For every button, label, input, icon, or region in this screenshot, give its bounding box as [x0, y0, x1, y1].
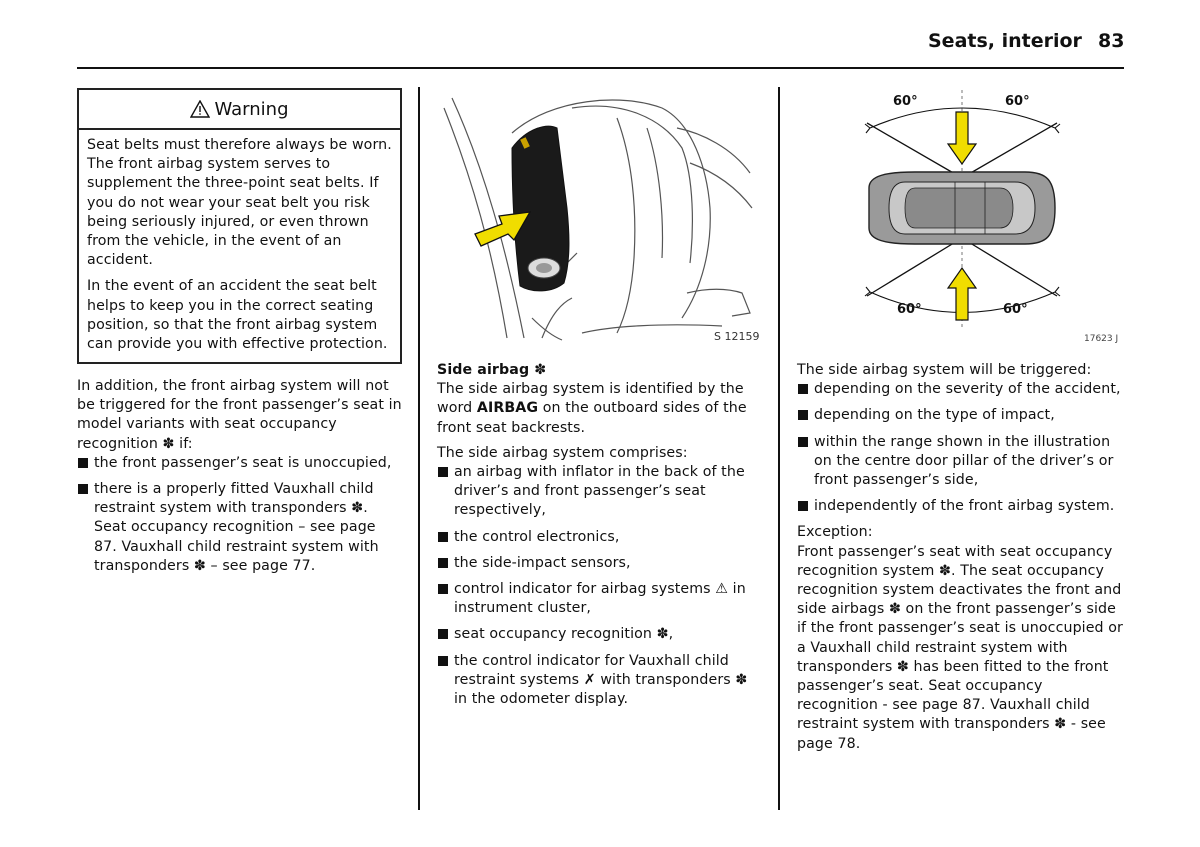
seat-airbag-illustration: S 12159: [432, 88, 765, 348]
list-item: independently of the front airbag system…: [797, 497, 1124, 516]
exception-text: Front passenger’s seat with seat occupan…: [797, 543, 1123, 752]
angle-label: 60°: [893, 94, 918, 109]
column-1-text: In addition, the front airbag system wil…: [77, 377, 402, 583]
arrow-icon: [474, 211, 532, 247]
list-item: the front passenger’s seat is unoccupied…: [77, 454, 402, 473]
angle-label: 60°: [897, 302, 922, 317]
warning-paragraph-2: In the event of an accident the seat bel…: [87, 278, 388, 353]
list-item: the control electronics,: [437, 528, 762, 547]
warning-paragraph-1: Seat belts must therefore always be worn…: [87, 137, 392, 269]
list-item: there is a properly fitted Vauxhall chil…: [77, 480, 402, 576]
col3-intro: The side airbag system will be triggered…: [797, 362, 1092, 378]
warning-box: Warning Seat belts must therefore always…: [77, 88, 402, 364]
figure-label: 17623 J: [1084, 334, 1119, 344]
page-number: 83: [1098, 30, 1125, 52]
warning-title: Warning: [214, 98, 289, 120]
col2-p1-text-2: on the outboard sides of the front seat …: [437, 400, 747, 436]
list-item: an airbag with inflator in the back of t…: [437, 463, 762, 521]
list-item: within the range shown in the illustrati…: [797, 433, 1124, 491]
car-top-view: [868, 171, 1056, 245]
warning-header: Warning: [79, 90, 400, 130]
angle-label: 60°: [1003, 302, 1028, 317]
column-3-text: The side airbag system will be triggered…: [797, 361, 1124, 754]
col2-p1-text-1: The side airbag system is identified by …: [437, 381, 744, 417]
col1-bullet-list: the front passenger’s seat is unoccupied…: [77, 454, 402, 576]
car-range-drawing: [864, 90, 1061, 328]
col2-paragraph-2: The side airbag system comprises:: [437, 444, 688, 461]
list-item: the control indicator for Vauxhall child…: [437, 652, 762, 710]
header-rule: [77, 67, 1124, 69]
angle-label: 60°: [1005, 94, 1030, 109]
airbag-range-diagram: 60° 60° 60° 60° 17623 J: [855, 88, 1125, 350]
column-divider-1: [418, 87, 420, 810]
list-item: seat occupancy recognition ✽,: [437, 625, 762, 644]
airbag-word: AIRBAG: [476, 400, 539, 417]
col3-bullet-list: depending on the severity of the acciden…: [797, 380, 1124, 516]
list-item: depending on the severity of the acciden…: [797, 380, 1124, 399]
col1-intro: In addition, the front airbag system wil…: [77, 378, 402, 452]
list-item: the side-impact sensors,: [437, 554, 762, 573]
seat-drawing: [443, 97, 753, 341]
side-airbag-heading: Side airbag ✽: [437, 362, 547, 378]
list-item: control indicator for airbag systems ⚠ i…: [437, 580, 762, 618]
section-title: Seats, interior: [928, 30, 1082, 52]
col2-bullet-list: an airbag with inflator in the back of t…: [437, 463, 762, 709]
column-divider-2: [778, 87, 780, 810]
list-item: depending on the type of impact,: [797, 406, 1124, 425]
col2-paragraph-1: The side airbag system is identified by …: [437, 380, 762, 438]
arrow-up-icon: [946, 266, 978, 321]
warning-body: Seat belts must therefore always be worn…: [79, 130, 400, 354]
warning-triangle-icon: [190, 100, 211, 118]
column-2-text: Side airbag ✽ The side airbag system is …: [437, 361, 762, 716]
exception-label: Exception:: [797, 524, 873, 541]
figure-label: S 12159: [714, 330, 760, 343]
arrow-down-icon: [946, 111, 978, 166]
